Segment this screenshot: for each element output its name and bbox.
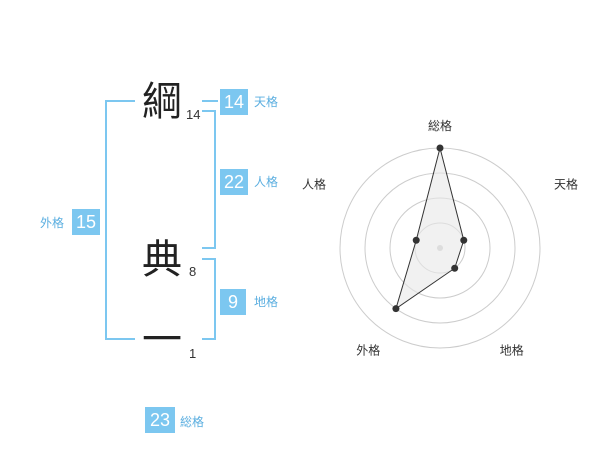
radar-point-2 xyxy=(451,264,459,272)
soukaku-badge: 23 xyxy=(145,407,175,433)
name-char-3: 一 xyxy=(142,317,182,363)
radar-axis-label-2: 地格 xyxy=(500,343,524,358)
tenkaku-bracket xyxy=(202,100,218,102)
stroke-count-2: 8 xyxy=(189,264,197,279)
chikaku-bracket xyxy=(202,258,216,340)
radar-axis-label-1: 天格 xyxy=(554,176,578,191)
jinkaku-badge: 22 xyxy=(220,169,248,195)
radar-axis-label-0: 総格 xyxy=(428,118,452,133)
radar-point-3 xyxy=(392,305,400,313)
radar-point-1 xyxy=(460,236,468,244)
tenkaku-label: 天格 xyxy=(254,95,279,109)
gaikaku-badge: 15 xyxy=(72,209,100,235)
name-char-1: 綱 xyxy=(142,79,182,125)
jinkaku-bracket xyxy=(202,110,216,249)
radar-axis-label-3: 外格 xyxy=(356,343,380,358)
chikaku-label: 地格 xyxy=(254,295,279,309)
jinkaku-label: 人格 xyxy=(254,175,279,189)
stroke-count-3: 1 xyxy=(189,346,197,361)
radar-point-4 xyxy=(412,236,420,244)
gaikaku-label: 外格 xyxy=(40,216,65,230)
radar-series-polygon xyxy=(395,147,465,310)
soukaku-label: 総格 xyxy=(180,415,205,429)
radar-point-0 xyxy=(436,144,444,152)
radar-axis-label-4: 人格 xyxy=(302,176,326,191)
chikaku-badge: 9 xyxy=(220,289,246,315)
stroke-count-1: 14 xyxy=(186,107,201,122)
tenkaku-badge: 14 xyxy=(220,89,248,115)
name-char-2: 典 xyxy=(142,237,182,283)
gaikaku-bracket xyxy=(105,100,135,340)
